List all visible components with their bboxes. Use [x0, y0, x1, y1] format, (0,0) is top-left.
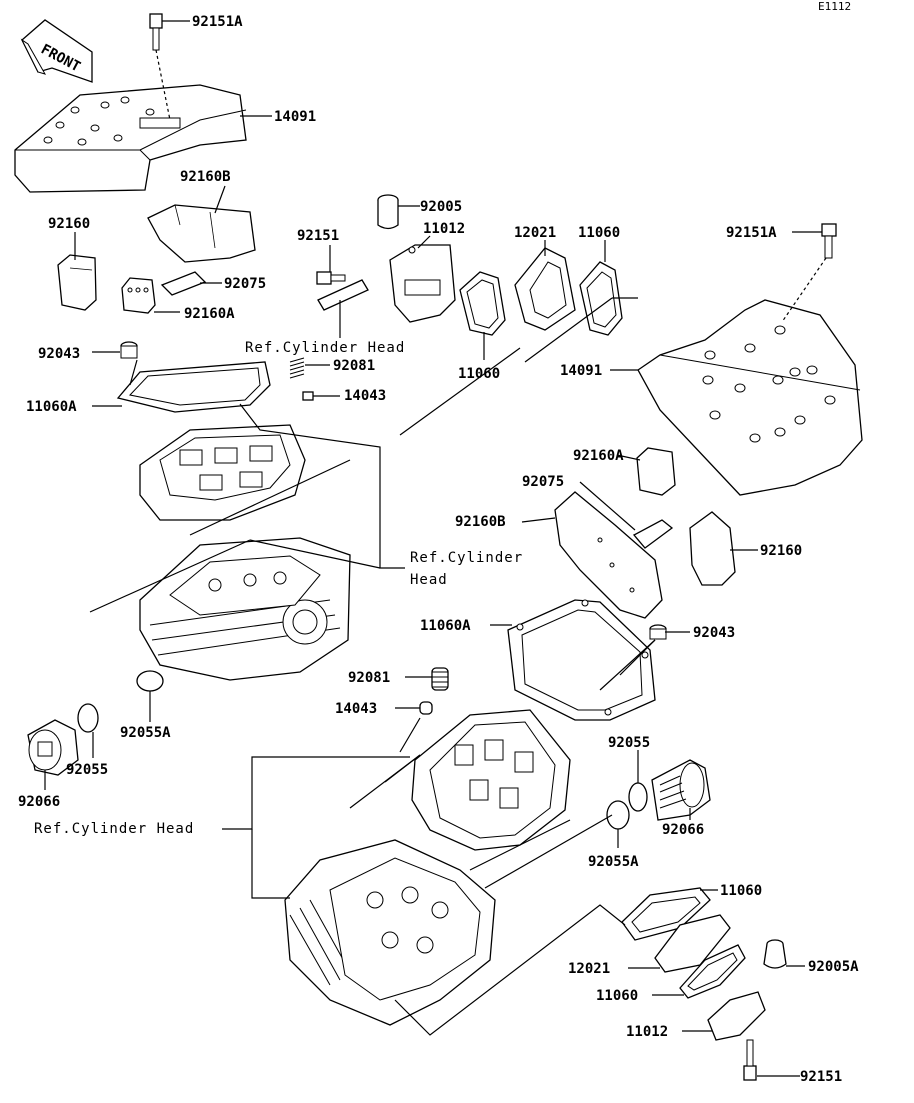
label-92160b-left: 92160B: [180, 169, 231, 185]
reed-12021-bottom: [654, 914, 731, 973]
label-92151a-top: 92151A: [192, 14, 243, 30]
cover-92160-left: [57, 254, 97, 311]
label-14091-right: 14091: [560, 363, 602, 379]
bolt-92151a-right: [781, 223, 837, 323]
label-11060a-right: 11060A: [420, 618, 471, 634]
figure-code: E1112: [818, 0, 851, 13]
label-92055-left: 92055: [66, 762, 108, 778]
label-92151a-right: 92151A: [726, 225, 777, 241]
label-11012-bottom: 11012: [626, 1024, 668, 1040]
front-arrow-icon: FRONT: [20, 19, 93, 83]
bracket-92075-left: [160, 271, 207, 296]
label-92081-right: 92081: [348, 670, 390, 686]
cover-11012-center: [389, 244, 456, 323]
oring-92055-right: [628, 782, 648, 812]
label-92055a-right: 92055A: [588, 854, 639, 870]
cover-92160b-left: [147, 204, 256, 263]
dowel-14043-right: [419, 701, 433, 715]
oring-92055-left: [77, 703, 99, 733]
gasket-11060-bottom-b: [679, 944, 746, 999]
spring-92081-right: [431, 667, 449, 691]
label-11060-bottom-top: 11060: [720, 883, 762, 899]
gasket-11060a-right: [507, 599, 656, 721]
label-92075-right: 92075: [522, 474, 564, 490]
label-92160-left: 92160: [48, 216, 90, 232]
cylinder-head-left: [139, 537, 351, 681]
gasket-11060a-left: [116, 359, 271, 413]
label-92160b-right: 92160B: [455, 514, 506, 530]
label-14043-center: 14043: [344, 388, 386, 404]
label-92055a-left: 92055A: [120, 725, 171, 741]
cover-92160b-right: [554, 491, 663, 619]
label-92066-left: 92066: [18, 794, 60, 810]
plug-92005a-bottom: [763, 939, 787, 969]
cover-11012-bottom: [707, 991, 766, 1041]
block-92160a-left: [121, 277, 156, 314]
label-92151-center: 92151: [297, 228, 339, 244]
oring-92055a-left: [136, 670, 164, 692]
dowel-92043-left: [120, 341, 138, 359]
bracket-92075-right: [632, 519, 674, 549]
plug-92005-center: [377, 194, 399, 230]
block-92160a-right: [636, 447, 676, 496]
label-92005a: 92005A: [808, 959, 859, 975]
label-92081-center: 92081: [333, 358, 375, 374]
reed-12021-center: [514, 247, 576, 331]
dowel-14043-center: [302, 391, 314, 401]
label-11060a-left: 11060A: [26, 399, 77, 415]
label-92043-right: 92043: [693, 625, 735, 641]
spring-92081-center: [289, 357, 305, 379]
leader-lines: [44, 20, 822, 1077]
cover-14091-left: [14, 84, 247, 193]
dowel-92043-right: [649, 624, 667, 640]
ref-cylinder-head-2a: Ref.Cylinder: [410, 550, 523, 566]
gasket-11060-center-a: [459, 271, 506, 336]
label-92043-left: 92043: [38, 346, 80, 362]
gasket-11060-center-b: [579, 261, 623, 336]
label-92160a-left: 92160A: [184, 306, 235, 322]
ref-cylinder-head-2b: Head: [410, 572, 448, 588]
label-11060-bottom: 11060: [596, 988, 638, 1004]
label-12021-center: 12021: [514, 225, 556, 241]
label-11012-center: 11012: [423, 221, 465, 237]
label-11060-center-top: 11060: [578, 225, 620, 241]
label-92055-right: 92055: [608, 735, 650, 751]
label-92160a-right: 92160A: [573, 448, 624, 464]
bolt-92151-center: [316, 271, 346, 285]
ref-cylinder-head-1: Ref.Cylinder Head: [245, 340, 405, 356]
fitting-92066-left: [27, 719, 79, 776]
label-92005: 92005: [420, 199, 462, 215]
label-92160-right: 92160: [760, 543, 802, 559]
label-92075-left: 92075: [224, 276, 266, 292]
bolt-92151-bottom: [743, 1039, 757, 1081]
label-92151-bottom: 92151: [800, 1069, 842, 1085]
cover-92160-right: [689, 511, 736, 586]
pipe-center: [317, 279, 369, 311]
label-14043-right: 14043: [335, 701, 377, 717]
fitting-92066-right: [651, 759, 711, 821]
ref-cylinder-head-3: Ref.Cylinder Head: [34, 821, 194, 837]
label-14091-left: 14091: [274, 109, 316, 125]
label-12021-bottom: 12021: [568, 961, 610, 977]
rocker-box-right: [411, 709, 571, 851]
gasket-11060-bottom-a: [621, 887, 711, 941]
label-11060-center-bottom: 11060: [458, 366, 500, 382]
rocker-box-left: [139, 424, 306, 521]
oring-92055a-right: [606, 800, 630, 830]
cover-14091-right: [637, 299, 863, 496]
cylinder-head-right: [284, 839, 496, 1026]
label-92066-right: 92066: [662, 822, 704, 838]
